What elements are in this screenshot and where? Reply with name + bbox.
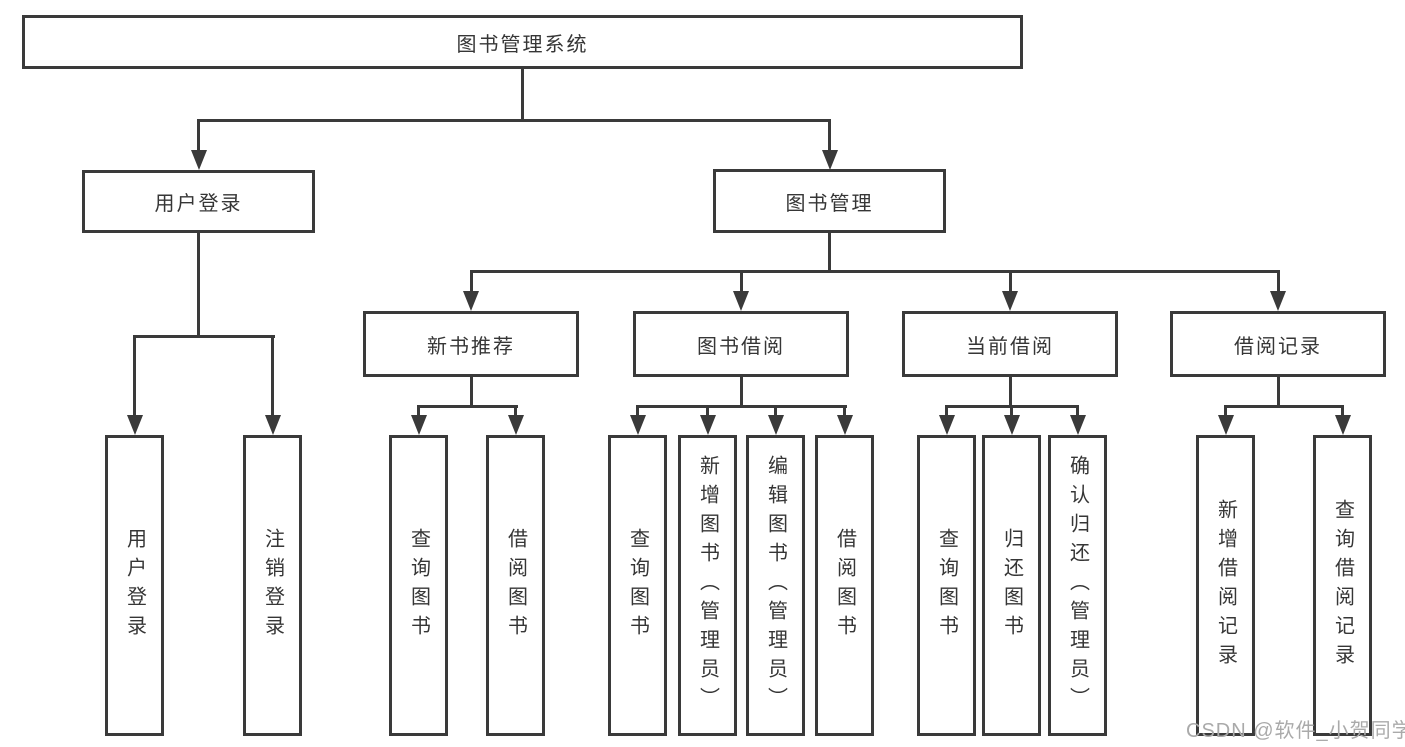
connector-line	[706, 405, 709, 418]
connector-line	[636, 405, 847, 408]
connector-line	[133, 335, 136, 417]
leaf-return-books: 归还图书	[982, 435, 1041, 736]
leaf-borrow-books-recommend: 借阅图书	[486, 435, 545, 736]
arrowhead	[1070, 415, 1086, 435]
connector-line	[1076, 405, 1079, 418]
leaf-label: 注销登录	[261, 527, 284, 644]
leaf-label: 归还图书	[1000, 527, 1023, 644]
connector-line	[197, 233, 200, 337]
arrowhead	[700, 415, 716, 435]
connector-line	[636, 405, 639, 418]
leaf-label: 查询图书	[626, 527, 649, 644]
connector-line	[1224, 405, 1344, 408]
leaf-label: 编辑图书（管理员）	[764, 455, 787, 716]
connector-line	[828, 119, 831, 152]
leaf-query-books-current: 查询图书	[917, 435, 976, 736]
node-book-borrowing: 图书借阅	[633, 311, 849, 377]
connector-line	[1009, 270, 1012, 293]
connector-line	[1277, 270, 1280, 293]
arrowhead	[508, 415, 524, 435]
connector-line	[133, 335, 275, 338]
connector-line	[470, 270, 473, 293]
node-label: 借阅记录	[1234, 335, 1322, 358]
connector-line	[1010, 405, 1013, 418]
leaf-confirm-return-admin: 确认归还（管理员）	[1048, 435, 1107, 736]
connector-line	[417, 405, 518, 408]
connector-line	[1224, 405, 1227, 418]
connector-line	[1341, 405, 1344, 418]
arrowhead	[1335, 415, 1351, 435]
leaf-edit-books-admin: 编辑图书（管理员）	[746, 435, 805, 736]
leaf-logout: 注销登录	[243, 435, 302, 736]
connector-line	[1277, 377, 1280, 408]
leaf-label: 查询图书	[935, 527, 958, 644]
node-book-management: 图书管理	[713, 169, 946, 233]
node-label: 用户登录	[154, 193, 243, 215]
arrowhead	[939, 415, 955, 435]
node-label: 当前借阅	[966, 335, 1054, 358]
node-label: 图书借阅	[697, 335, 785, 358]
leaf-borrow-books: 借阅图书	[815, 435, 874, 736]
arrowhead	[127, 415, 143, 435]
arrowhead	[1002, 291, 1018, 311]
arrowhead	[768, 415, 784, 435]
connector-line	[197, 119, 831, 122]
node-library-management-system: 图书管理系统	[22, 15, 1023, 69]
leaf-query-books-borrowing: 查询图书	[608, 435, 667, 736]
arrowhead	[822, 150, 838, 170]
arrowhead	[630, 415, 646, 435]
connector-line	[828, 233, 831, 273]
leaf-label: 查询图书	[407, 527, 430, 644]
csdn-watermark: CSDN @软件_小贺同学	[1186, 720, 1405, 742]
arrowhead	[1218, 415, 1234, 435]
arrowhead	[191, 150, 207, 170]
node-label: 图书管理系统	[456, 33, 589, 56]
arrowhead	[463, 291, 479, 311]
node-label: 新书推荐	[427, 335, 515, 358]
arrowhead	[837, 415, 853, 435]
leaf-label: 借阅图书	[833, 527, 856, 644]
connector-line	[514, 405, 517, 418]
node-borrowing-records: 借阅记录	[1170, 311, 1386, 377]
leaf-query-borrow-record: 查询借阅记录	[1313, 435, 1372, 736]
leaf-label: 确认归还（管理员）	[1066, 455, 1089, 716]
connector-line	[740, 377, 743, 408]
connector-line	[774, 405, 777, 418]
leaf-label: 新增借阅记录	[1214, 498, 1237, 673]
leaf-query-books-recommend: 查询图书	[389, 435, 448, 736]
connector-line	[470, 377, 473, 408]
connector-line	[197, 119, 200, 152]
leaf-user-login: 用户登录	[105, 435, 164, 736]
connector-line	[1009, 377, 1012, 408]
node-label: 图书管理	[785, 192, 874, 215]
node-current-borrowing: 当前借阅	[902, 311, 1118, 377]
arrowhead	[411, 415, 427, 435]
connector-line	[521, 69, 524, 120]
leaf-label: 查询借阅记录	[1331, 498, 1354, 673]
arrowhead	[1270, 291, 1286, 311]
connector-line	[945, 405, 948, 418]
leaf-add-books-admin: 新增图书（管理员）	[678, 435, 737, 736]
leaf-label: 新增图书（管理员）	[696, 455, 719, 716]
connector-line	[271, 335, 274, 417]
arrowhead	[265, 415, 281, 435]
node-user-login: 用户登录	[82, 170, 315, 233]
node-new-book-recommend: 新书推荐	[363, 311, 579, 377]
leaf-label: 借阅图书	[504, 527, 527, 644]
connector-line	[740, 270, 743, 293]
connector-line	[843, 405, 846, 418]
arrowhead	[1004, 415, 1020, 435]
connector-line	[470, 270, 1280, 273]
connector-line	[417, 405, 420, 418]
leaf-add-borrow-record: 新增借阅记录	[1196, 435, 1255, 736]
arrowhead	[733, 291, 749, 311]
leaf-label: 用户登录	[123, 527, 146, 644]
